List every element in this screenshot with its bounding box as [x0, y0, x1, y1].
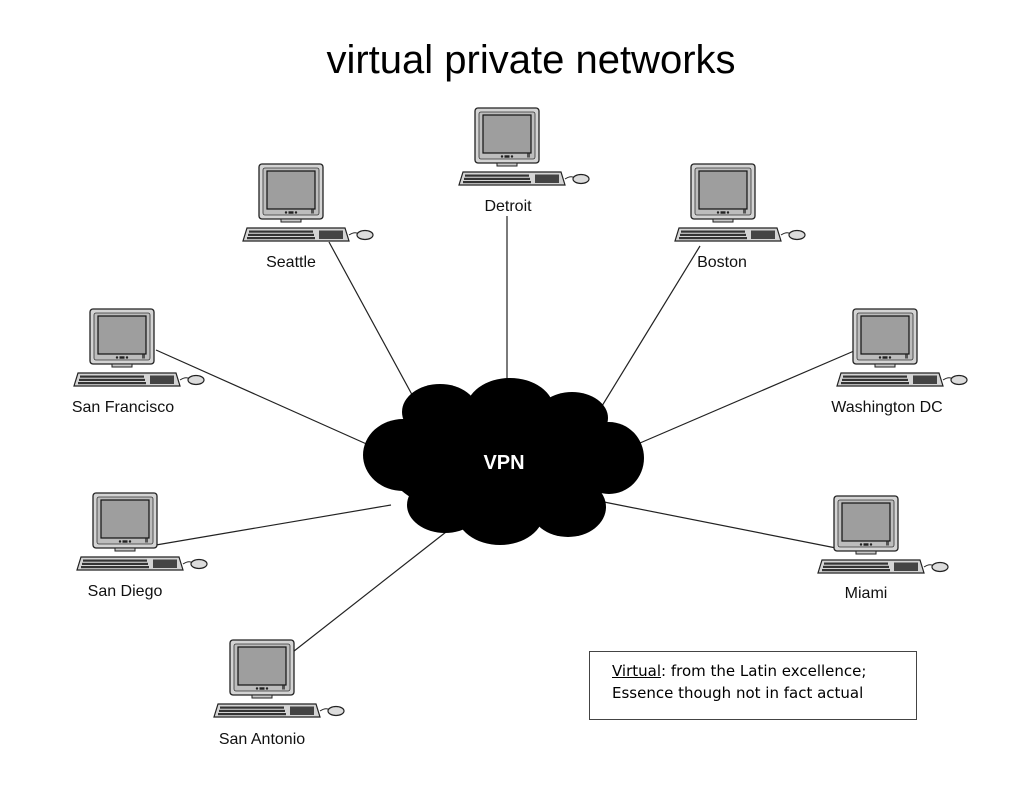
link-san-antonio	[288, 531, 447, 656]
vpn-cloud	[363, 378, 644, 545]
node-label-san-diego: San Diego	[88, 583, 163, 600]
computer-icon	[836, 308, 968, 387]
computer-miami	[817, 495, 949, 574]
vpn-cloud-label: VPN	[483, 452, 524, 474]
node-label-boston: Boston	[697, 254, 747, 271]
computer-detroit	[458, 107, 590, 186]
definition-note: Virtual: from the Latin excellence; Esse…	[589, 651, 917, 720]
link-san-francisco	[155, 349, 372, 447]
computer-icon	[76, 492, 208, 571]
computer-icon	[242, 163, 374, 242]
link-miami	[603, 501, 837, 549]
computer-seattle	[242, 163, 374, 242]
computer-boston	[674, 163, 806, 242]
computer-washington-dc	[836, 308, 968, 387]
computer-icon	[213, 639, 345, 718]
node-label-san-antonio: San Antonio	[219, 731, 305, 748]
computer-icon	[674, 163, 806, 242]
page-title: virtual private networks	[326, 38, 736, 82]
link-washington-dc	[639, 350, 855, 444]
connection-lines	[155, 216, 855, 656]
node-label-detroit: Detroit	[484, 198, 532, 215]
node-label-seattle: Seattle	[266, 254, 316, 271]
node-label-miami: Miami	[845, 585, 888, 602]
definition-line-1: Virtual: from the Latin excellence;	[612, 660, 916, 682]
computer-icon	[73, 308, 205, 387]
link-seattle	[328, 241, 417, 403]
computer-icon	[817, 495, 949, 574]
computer-san-antonio	[213, 639, 345, 718]
definition-text: : from the Latin excellence;	[661, 662, 867, 680]
computer-san-francisco	[73, 308, 205, 387]
link-san-diego	[155, 504, 392, 546]
link-boston	[593, 245, 701, 420]
definition-term: Virtual	[612, 662, 662, 680]
definition-line-2: Essence though not in fact actual	[612, 684, 864, 702]
computer-icon	[458, 107, 590, 186]
computer-san-diego	[76, 492, 208, 571]
node-label-san-francisco: San Francisco	[72, 399, 174, 416]
node-label-washington-dc: Washington DC	[831, 399, 942, 416]
